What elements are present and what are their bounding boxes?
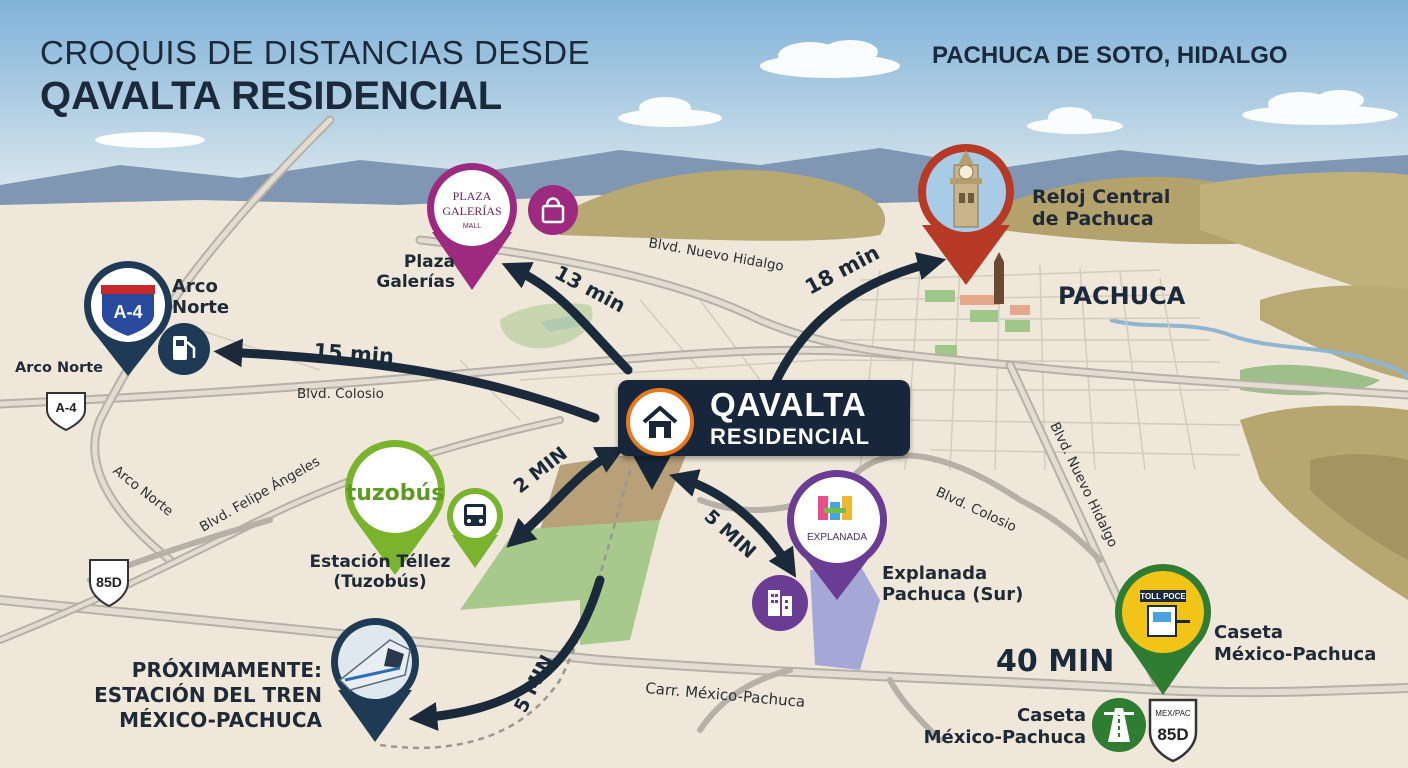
caseta-lower-label-line1: Caseta (1016, 705, 1086, 726)
arrow-explanada (668, 469, 797, 578)
caseta-pin[interactable]: TOLL POCE (1115, 564, 1211, 695)
city-blocks (925, 290, 1030, 357)
tren-label: PRÓXIMAMENTE: ESTACIÓN DEL TREN MÉXICO-P… (60, 658, 322, 733)
tuzobus-logo: tuzobús (346, 481, 445, 506)
road-arco-norte-left: Arco Norte (15, 360, 103, 376)
plaza-logo-line1: PLAZA (453, 189, 492, 203)
bus-icon (464, 504, 486, 526)
city-label: PACHUCA (1058, 282, 1186, 310)
hills (560, 169, 1408, 600)
train-icon (338, 639, 411, 691)
plaza-label-line2: Galerías (376, 272, 455, 292)
title-line2: QAVALTA RESIDENCIAL (40, 74, 503, 118)
route-arrows (213, 252, 947, 731)
tren-label-line3: MÉXICO-PACHUCA (119, 708, 322, 732)
reloj-pin[interactable] (918, 144, 1014, 285)
center-title: QAVALTA (710, 386, 867, 423)
reloj-label: Reloj Central de Pachuca (1032, 186, 1170, 230)
highway-icon (1092, 698, 1146, 752)
85d-left-text: 85D (96, 574, 122, 590)
reloj-label-line1: Reloj Central (1032, 186, 1171, 208)
time-caseta: 40 MIN (996, 644, 1114, 679)
center-subtitle: RESIDENCIAL (710, 424, 871, 449)
clock-tower-model (994, 252, 1004, 304)
85d-shield-right: MEX/PAC 85D (1148, 698, 1198, 763)
arco-shield-text: A-4 (113, 302, 142, 322)
center-pin-tip (630, 450, 674, 490)
plaza-logo-line3: MALL (463, 223, 481, 230)
time-arco: 15 min (313, 339, 395, 369)
arco-label: Arco Norte (172, 276, 229, 318)
tren-label-line1: PRÓXIMAMENTE: (131, 658, 322, 682)
gas-station-icon (158, 323, 210, 375)
toll-booth-icon (1147, 605, 1190, 637)
arco-label-line2: Norte (172, 297, 230, 318)
caseta-lower-label: Caseta México-Pachuca (896, 705, 1086, 749)
plaza-label-line1: Plaza (403, 252, 455, 272)
plaza-label: Plaza Galerías (350, 252, 455, 292)
arrow-tuzobus (506, 446, 626, 548)
city-grid (199, 261, 1241, 471)
85d-shield-left: 85D (89, 559, 129, 608)
caseta-label-line2: México-Pachuca (1214, 644, 1377, 665)
a4-shield-left: A-4 (46, 392, 86, 432)
reloj-label-line2: de Pachuca (1032, 208, 1154, 230)
caseta-sign: TOLL POCE (1140, 592, 1186, 601)
arrow-plaza (501, 262, 633, 375)
tuzobus-pin[interactable]: tuzobús (345, 440, 445, 575)
title-line1: CROQUIS DE DISTANCIAS DESDE (40, 34, 591, 71)
arrow-arco (213, 338, 600, 423)
explanada-pin[interactable]: EXPLANADA (787, 470, 887, 600)
caseta-label: Caseta México-Pachuca (1214, 622, 1376, 666)
location-title: PACHUCA DE SOTO, HIDALGO (932, 42, 1288, 69)
85d-right-top-text: MEX/PAC (1155, 709, 1191, 718)
explanada-label-line2: Pachuca (Sur) (882, 584, 1024, 605)
explanada-logo: EXPLANADA (807, 532, 867, 543)
shopping-bag-icon (528, 185, 578, 235)
explanada-label: Explanada Pachuca (Sur) (882, 563, 1023, 605)
arrow-tren (408, 575, 605, 731)
qavalta-center-marker[interactable]: QAVALTA RESIDENCIAL (618, 380, 910, 456)
arrow-reloj (765, 252, 947, 400)
tuzobus-label-line2: (Tuzobús) (333, 572, 427, 592)
arco-label-line1: Arco (172, 276, 218, 297)
tren-pin[interactable] (331, 618, 419, 742)
building-icon (752, 575, 808, 631)
tren-label-line2: ESTACIÓN DEL TREN (94, 683, 322, 707)
home-icon (626, 388, 694, 456)
tuzobus-label: Estación Téllez (Tuzobús) (290, 552, 470, 592)
caseta-label-line1: Caseta (1214, 622, 1284, 643)
explanada-label-line1: Explanada (882, 563, 988, 584)
tuzobus-label-line1: Estación Téllez (309, 552, 451, 572)
plaza-logo-line2: GALERÍAS (442, 204, 501, 218)
a4-shield-text: A-4 (56, 400, 78, 415)
road-colosio-left: Blvd. Colosio (297, 386, 384, 402)
caseta-lower-label-line2: México-Pachuca (923, 727, 1086, 748)
arco-pin[interactable]: A-4 (84, 261, 172, 376)
bus-pin[interactable] (447, 488, 503, 568)
85d-right-text: 85D (1157, 725, 1188, 744)
clouds (95, 40, 1398, 148)
plaza-pin[interactable]: PLAZA GALERÍAS MALL (427, 163, 517, 290)
clock-tower-icon (950, 150, 982, 228)
